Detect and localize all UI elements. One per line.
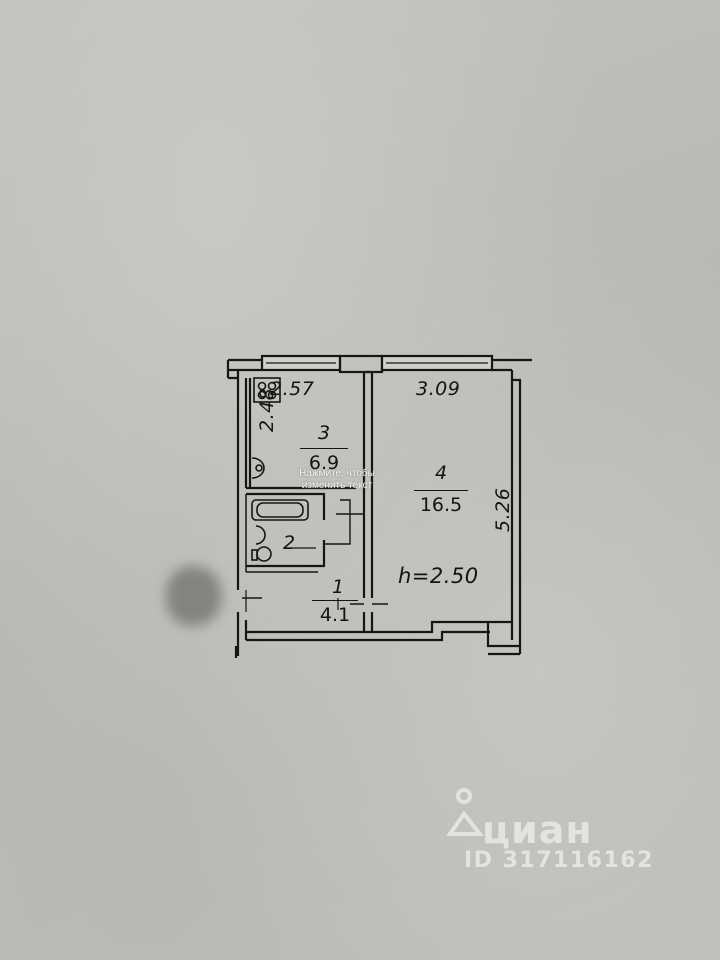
room-3-rule [300,448,348,449]
room-1-rule [312,600,358,601]
window-pier [338,354,384,374]
watermark-id: ID 317116162 [464,848,654,873]
right-wall-corner [486,620,520,656]
top-wall-right [492,358,532,372]
cian-house-logo-icon [446,788,485,836]
dimension-left-height: 2.48 [256,387,278,432]
watermark-brand: циан [482,808,593,852]
washbasin-icon [255,525,266,545]
room-4-area: 16.5 [419,494,463,516]
edit-text-hint[interactable]: Нажмите, чтобы изменить текст [299,468,375,491]
room-1-area: 4.1 [319,604,351,626]
ceiling-height: h=2.50 [398,564,479,588]
left-wall-lower [236,612,248,656]
bottom-wall [246,620,490,642]
bathtub-icon [251,499,309,521]
dimension-top-left: 2.57 [270,378,315,400]
partition-main [362,370,374,598]
wc-walls [246,492,326,568]
left-wall-upper [226,360,240,590]
room-3-area: 6.9 [308,452,340,474]
kitchen-sink-icon [251,457,265,479]
top-wall-left [228,358,262,372]
stove-icon [253,377,281,403]
blurred-redaction [166,566,222,626]
dimension-right-height: 5.26 [492,487,514,532]
partition-main-lower [362,612,374,632]
right-wall [510,370,522,654]
dimension-top-right: 3.09 [416,378,461,400]
toilet-icon [256,546,272,562]
bath-wall-left [244,378,356,490]
room-2-number: 2 [282,532,296,554]
room-1-number: 1 [331,576,345,598]
room-4-rule [414,490,468,491]
room-3-number: 3 [317,422,331,444]
room-4-number: 4 [434,462,448,484]
